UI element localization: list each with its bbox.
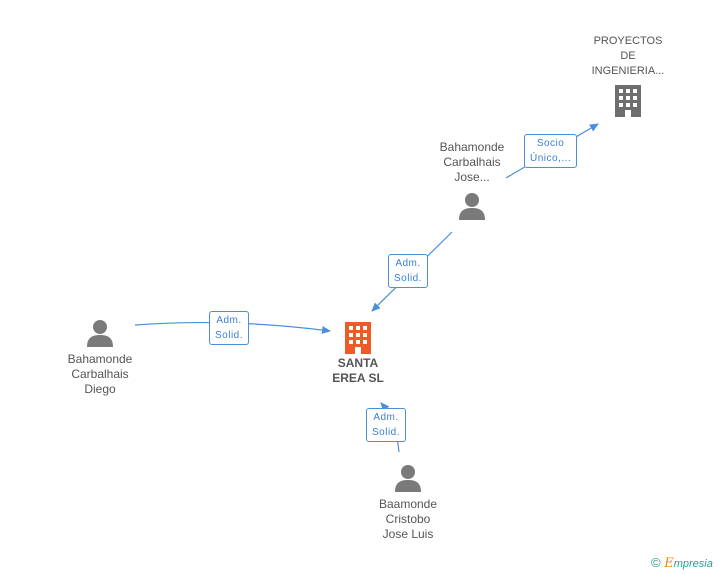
person-name: Bahamonde Carbalhais Diego (67, 352, 133, 396)
copyright-symbol: © (651, 555, 661, 570)
empresia-logo: © Empresia (651, 555, 713, 571)
company-node-santa-erea[interactable]: SANTA EREA SL (318, 320, 398, 386)
company-node-proyectos[interactable]: PROYECTOS DE INGENIERIA... (578, 34, 678, 119)
person-icon (87, 320, 113, 347)
brand-name: mpresia (673, 558, 713, 570)
person-icon (459, 193, 485, 220)
building-icon (615, 85, 641, 117)
person-name: Baamonde Cristobo Jose Luis (378, 497, 438, 541)
company-name: SANTA EREA SL (332, 356, 384, 385)
company-name: PROYECTOS DE INGENIERIA... (591, 35, 665, 77)
person-node-diego[interactable]: Bahamonde Carbalhais Diego (48, 318, 152, 397)
person-node-jose[interactable]: Bahamonde Carbalhais Jose... (420, 140, 524, 221)
building-icon (345, 322, 371, 354)
person-icon (395, 465, 421, 492)
edge-label-adm-solid-cristobo[interactable]: Adm. Solid. (366, 408, 407, 442)
person-name: Bahamonde Carbalhais Jose... (439, 140, 505, 184)
brand-initial: E (664, 556, 674, 571)
person-node-cristobo[interactable]: Baamonde Cristobo Jose Luis (356, 463, 460, 542)
edge-label-socio-unico[interactable]: Socio Único,... (524, 134, 578, 168)
edge-label-adm-solid-jose[interactable]: Adm. Solid. (388, 254, 429, 288)
edge-label-adm-solid-diego[interactable]: Adm. Solid. (209, 311, 250, 345)
